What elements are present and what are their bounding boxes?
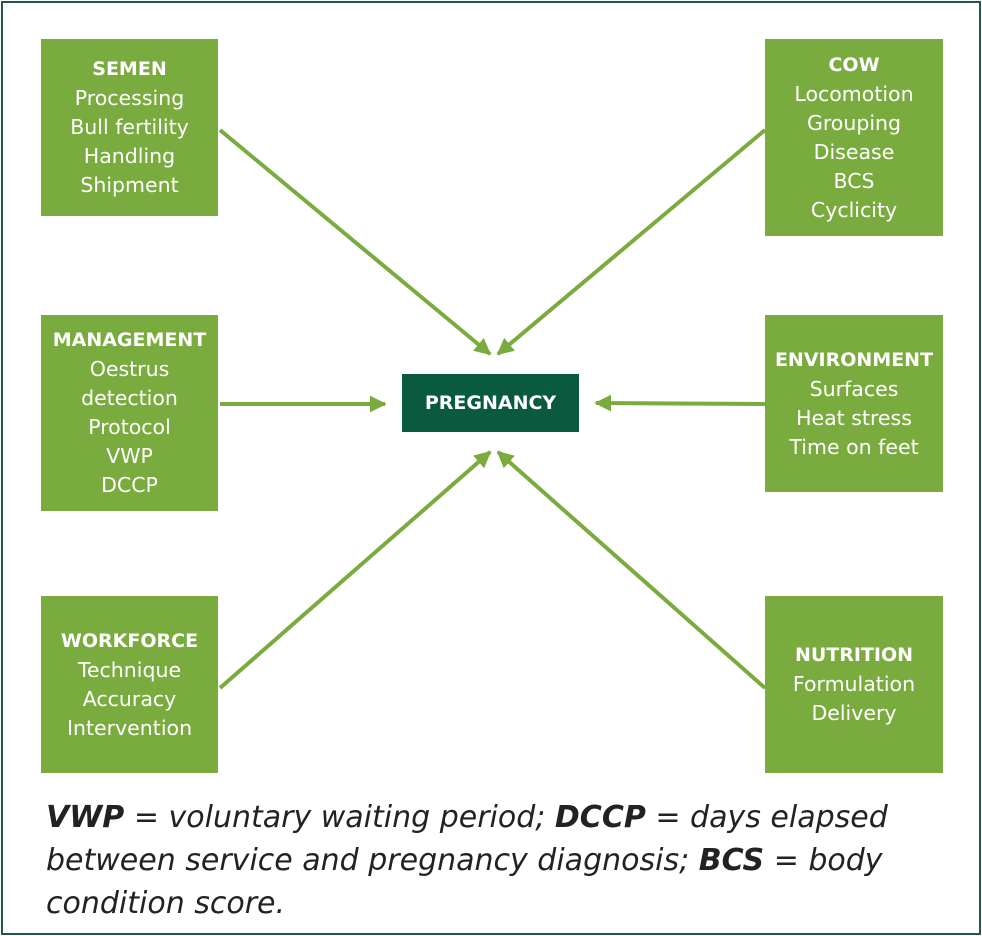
pregnancy-box: PREGNANCY — [402, 374, 579, 432]
nutrition-item: Delivery — [811, 701, 897, 725]
cow-item: Grouping — [806, 110, 902, 135]
nutrition-title: NUTRITION — [794, 644, 914, 666]
arrow-cow — [496, 128, 767, 356]
semen-item: Shipment — [80, 173, 179, 197]
workforce-item: Technique — [77, 657, 182, 682]
caption-bcs-term: BCS — [698, 843, 765, 878]
environment-item: Time on feet — [789, 434, 919, 459]
arrow-environment — [594, 394, 766, 412]
management-item: detection — [81, 386, 178, 410]
environment-title: ENVIRONMENT — [774, 348, 934, 371]
semen-item: Bull fertility — [70, 115, 189, 139]
semen-item: Processing — [74, 86, 185, 110]
cow-item: BCS — [833, 168, 875, 193]
semen-item: Handling — [83, 144, 176, 168]
arrow-workforce — [218, 450, 492, 690]
caption: VWP = voluntary waiting period; DCCP = d… — [46, 796, 946, 925]
environment-item: Heat stress — [796, 405, 912, 430]
arrow-nutrition — [496, 450, 767, 690]
cow-item: Locomotion — [794, 81, 914, 106]
arrow-semen — [218, 128, 492, 356]
caption-vwp-def: = voluntary waiting period; — [124, 800, 555, 835]
management-item: VWP — [106, 444, 153, 468]
management-item: Protocol — [88, 415, 171, 439]
management-item: DCCP — [101, 473, 158, 497]
semen-title: SEMEN — [92, 58, 167, 80]
nutrition-item: Formulation — [792, 672, 916, 696]
cow-title: COW — [828, 53, 880, 76]
environment-item: Surfaces — [809, 376, 899, 401]
workforce-item: Accuracy — [82, 686, 177, 711]
workforce-item: Intervention — [66, 715, 193, 740]
cow-item: Disease — [813, 139, 895, 164]
caption-dccp-term: DCCP — [554, 800, 646, 835]
caption-vwp-term: VWP — [46, 800, 125, 835]
management-item: Oestrus — [89, 357, 170, 381]
caption-dccp-def: = days elapsed between service and pregn… — [46, 800, 888, 878]
management-title: MANAGEMENT — [52, 329, 207, 351]
workforce-title: WORKFORCE — [60, 629, 199, 652]
caption-bcs-def: = body condition score. — [46, 843, 883, 921]
cow-item: Cyclicity — [810, 197, 898, 222]
